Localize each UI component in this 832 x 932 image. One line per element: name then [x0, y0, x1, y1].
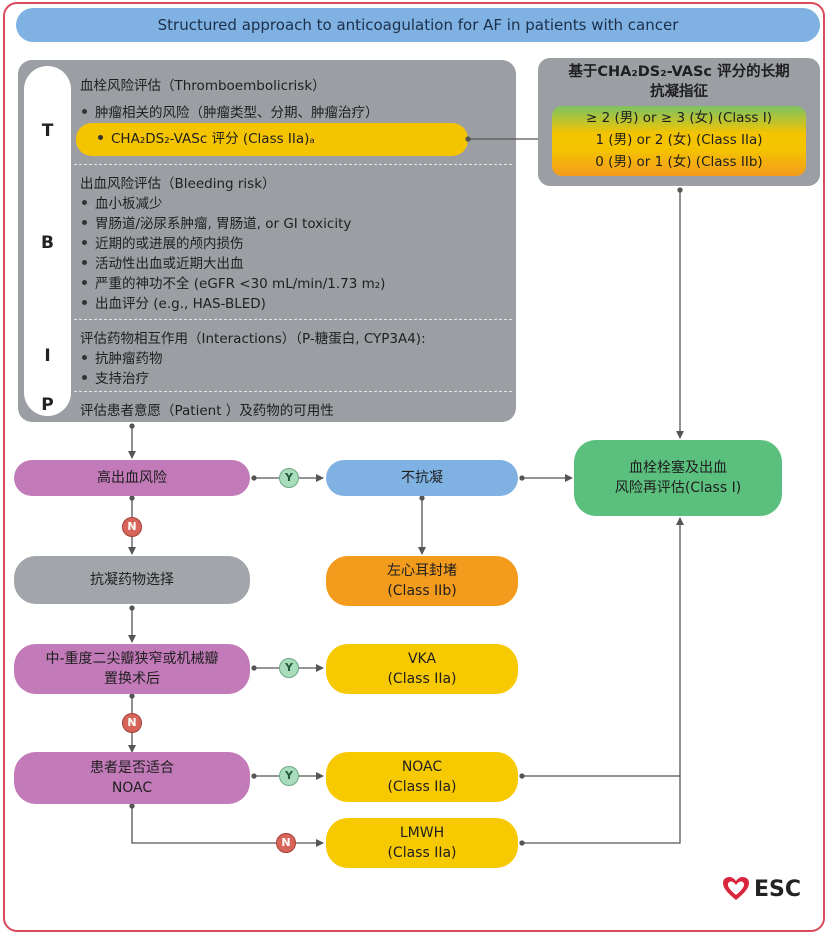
no-badge: N: [276, 833, 296, 853]
no-badge: N: [122, 517, 142, 537]
yes-badge: Y: [279, 658, 299, 678]
reassessment-node: 血栓栓塞及出血 风险再评估(Class I): [574, 440, 782, 516]
bleeding-bullet: 血小板减少: [82, 192, 163, 212]
divider: [74, 391, 512, 392]
no-badge: N: [122, 713, 142, 733]
laa-occlusion-node: 左心耳封堵 (Class IIb): [326, 556, 518, 606]
high-bleeding-risk-node: 高出血风险: [14, 460, 250, 496]
esc-logo-text: ESC: [754, 877, 802, 902]
cha2ds2-vasc-score-box: ≥ 2 (男) or ≥ 3 (女) (Class I) 1 (男) or 2 …: [552, 106, 806, 176]
interactions-bullet: 抗肿瘤药物: [82, 347, 163, 367]
divider: [74, 319, 512, 320]
yes-badge: Y: [279, 468, 299, 488]
score-row: 0 (男) or 1 (女) (Class IIb): [595, 154, 763, 170]
tbip-letter-strip: [24, 66, 71, 416]
noac-suitability-node: 患者是否适合 NOAC: [14, 752, 250, 804]
yes-badge: Y: [279, 766, 299, 786]
no-anticoagulation-node: 不抗凝: [326, 460, 518, 496]
interactions-heading: 评估药物相互作用（Interactions）（P-糖蛋白, CYP3A4):: [80, 331, 426, 347]
bleeding-bullet: 近期的或进展的颅内损伤: [82, 232, 244, 252]
lmwh-node: LMWH (Class IIa): [326, 818, 518, 868]
bleeding-bullet: 胃肠道/泌尿系肿瘤, 胃肠道, or GI toxicity: [82, 212, 351, 232]
vka-node: VKA (Class IIa): [326, 644, 518, 694]
divider: [74, 164, 512, 165]
tbip-panel: [18, 60, 516, 422]
anticoagulant-choice-node: 抗凝药物选择: [14, 556, 250, 604]
letter-p: P: [41, 395, 54, 415]
esc-logo: ESC: [722, 876, 826, 904]
thrombo-bullet: 肿瘤相关的风险（肿瘤类型、分期、肿瘤治疗）: [82, 101, 379, 121]
letter-t: T: [41, 121, 54, 141]
letter-i: I: [44, 346, 51, 366]
interactions-bullet: 支持治疗: [82, 367, 149, 387]
bleeding-bullet: 出血评分 (e.g., HAS-BLED): [82, 292, 266, 312]
bleeding-bullet: 活动性出血或近期大出血: [82, 252, 244, 272]
heart-icon: [723, 877, 749, 900]
score-row: ≥ 2 (男) or ≥ 3 (女) (Class I): [585, 110, 773, 126]
thrombo-heading: 血栓风险评估（Thromboembolicrisk）: [80, 78, 326, 94]
patient-heading: 评估患者意愿（Patient ）及药物的可用性: [80, 403, 334, 419]
mitral-stenosis-node: 中-重度二尖瓣狭窄或机械瓣 置换术后: [14, 644, 250, 694]
bleeding-bullet: 严重的神功不全 (eGFR <30 mL/min/1.73 m₂): [82, 272, 385, 292]
score-row: 1 (男) or 2 (女) (Class IIa): [595, 132, 763, 148]
noac-node: NOAC (Class IIa): [326, 752, 518, 802]
bleeding-heading: 出血风险评估（Bleeding risk）: [80, 176, 276, 192]
cha2ds2-vasc-highlight: CHA₂DS₂-VASc 评分 (Class IIa)ₐ: [76, 123, 468, 156]
diagram-title: Structured approach to anticoagulation f…: [16, 8, 820, 42]
letter-b: B: [41, 233, 54, 253]
long-term-title: 基于CHA₂DS₂-VASc 评分的长期 抗凝指征: [568, 64, 790, 100]
